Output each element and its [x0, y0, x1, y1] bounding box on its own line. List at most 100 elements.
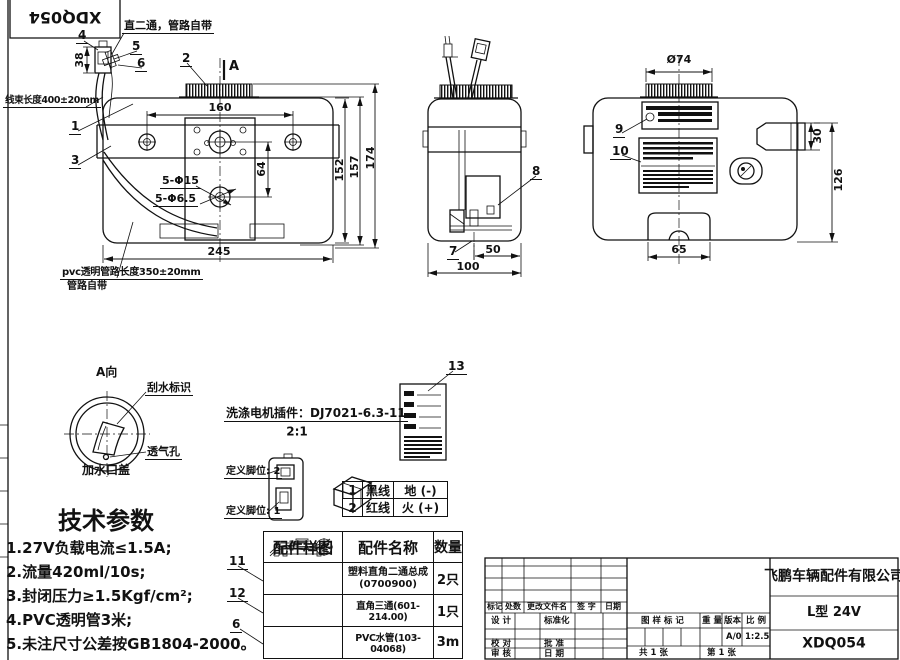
- tb-scale: 比 例: [746, 616, 766, 626]
- callout-9: 9: [613, 122, 626, 139]
- callout-1: 1: [69, 119, 82, 136]
- pin-no: 1: [343, 482, 363, 499]
- view-a-label: A向: [96, 365, 118, 379]
- callout-2: 2: [180, 51, 193, 68]
- dim-38: 38: [72, 52, 86, 68]
- dim-126: 126: [831, 168, 845, 192]
- hose-sample: [264, 538, 343, 658]
- dim-cap-diameter: Ø74: [666, 52, 692, 66]
- hose-curve: [103, 151, 218, 229]
- part-name-line1: 塑料直角二通总成: [348, 566, 428, 578]
- sticker-text-bars: [641, 142, 715, 188]
- tb-rev-count: 处数: [505, 602, 521, 611]
- tb-rev-mark: 标记: [487, 602, 503, 611]
- filler-cap-front: [185, 83, 253, 98]
- corner-stamp-code: XDQ054: [28, 7, 102, 27]
- title-block-linework: [484, 557, 899, 660]
- dim-5x15: 5-Φ15: [160, 174, 201, 190]
- parts-row-qty: 3m: [436, 635, 460, 650]
- tb-rev-date: 日期: [605, 602, 621, 611]
- tb-check: 校 对: [491, 639, 511, 649]
- motor-connector-note: 洗涤电机插件：DJ7021-6.3-11: [224, 406, 408, 423]
- tb-weight: 重 量: [702, 616, 722, 626]
- cap-detail-linework: [64, 391, 150, 477]
- tank-body-front: [102, 97, 334, 244]
- pump-motor: [465, 175, 501, 219]
- tank-body-back: [592, 97, 798, 241]
- tech-param-1: 1.27V负载电流≤1.5A;: [6, 539, 172, 557]
- suction-tube: [445, 56, 458, 99]
- tb-model: L型 24V: [807, 604, 861, 620]
- pin-table: 1 黑线 地 (-) 2 红线 火 (+): [342, 481, 448, 517]
- tech-param-2: 2.流量420ml/10s;: [6, 563, 146, 581]
- tee-fitting-sample: [264, 538, 343, 627]
- tb-scale-value: 1:2.5: [745, 632, 770, 642]
- callout-4: 4: [76, 28, 89, 45]
- instruction-sticker: [638, 137, 718, 194]
- wiper-mark: [92, 421, 125, 456]
- vent-hole: [102, 453, 110, 461]
- harness-tube: [467, 59, 482, 99]
- note-pvc-tube-2: 管路自带: [67, 281, 107, 292]
- tb-drawing-number: XDQ054: [802, 635, 866, 652]
- dim-50: 50: [485, 242, 501, 256]
- connector-scale: 2:1: [286, 424, 308, 439]
- parts-row-qty: 2只: [434, 563, 462, 595]
- tb-sheet-total: 共 1 张: [639, 648, 668, 658]
- back-view-linework: [427, 56, 838, 392]
- wiper-mark-label: 刮水标识: [145, 381, 193, 397]
- pin-def-2: 定义脚位: 2: [224, 466, 283, 479]
- cap-caption: 加水口盖: [82, 463, 131, 477]
- dim-5x6-5: 5-Φ6.5: [153, 192, 199, 208]
- harness-wires: [95, 72, 109, 141]
- dim-157: 157: [347, 155, 361, 179]
- pin-polarity: 地 (-): [394, 482, 447, 499]
- callout-13: 13: [446, 359, 467, 376]
- callout-6: 6: [135, 56, 148, 73]
- dim-100: 100: [456, 259, 480, 273]
- parts-col-name: 配件名称: [343, 532, 434, 563]
- pin-no: 2: [343, 499, 363, 516]
- sheet-frame: [0, 0, 121, 660]
- mounting-strip: [96, 124, 340, 159]
- warning-sticker: [641, 101, 719, 130]
- parts-table: 配件样图 配件名称 数量 塑料直角二通总成 (0700900) 2只 直角三通(…: [263, 531, 463, 659]
- parts-row-qty: 1只: [434, 595, 462, 627]
- callout-7: 7: [447, 244, 460, 261]
- note-pvc-tube-1: pvc透明管路长度350±20mm: [60, 267, 203, 280]
- callout-10: 10: [610, 144, 631, 161]
- pin-wire: 红线: [363, 499, 394, 516]
- vent-hole-label: 透气孔: [145, 445, 182, 461]
- parts-row-name: 直角三通(601-214.00): [343, 595, 434, 627]
- tank-body-side: [427, 98, 522, 242]
- note-straight-fitting: 直二通，管路自带: [122, 19, 214, 35]
- section-a-label: A: [229, 59, 240, 74]
- dim-65: 65: [671, 242, 687, 256]
- dim-174: 174: [363, 146, 377, 170]
- tb-sheet-no: 第 1 张: [707, 648, 736, 658]
- tech-params-title: 技术参数: [58, 506, 154, 535]
- tb-rev-sign: 签 字: [577, 602, 596, 611]
- tech-param-3: 3.封闭压力≥1.5Kgf/cm²;: [6, 587, 193, 605]
- callout-6-parts: 6: [230, 617, 243, 634]
- tb-review: 审 核: [491, 649, 511, 659]
- side-view-linework: [422, 35, 537, 277]
- elbow-fitting-sample: [264, 538, 343, 595]
- callout-11: 11: [227, 554, 248, 571]
- pin-def-1: 定义脚位: 1: [224, 506, 283, 519]
- tech-param-5: 5.未注尺寸公差按GB1804-2000。: [6, 635, 256, 653]
- pin-wire: 黑线: [363, 482, 394, 499]
- tb-design: 设 计: [491, 616, 511, 626]
- pin-polarity: 火 (+): [401, 501, 440, 515]
- tb-version-value: A/0: [726, 632, 742, 642]
- dim-64: 64: [254, 161, 268, 177]
- bottom-bracket: [647, 212, 711, 240]
- tb-rev-file: 更改文件名: [527, 602, 567, 611]
- tb-date: 日 期: [544, 649, 564, 659]
- front-view-linework: [77, 32, 379, 279]
- dim-245: 245: [207, 244, 231, 258]
- parts-row-name: PVC水管(103-04068): [343, 627, 434, 658]
- note-harness-length: 线束长度400±20mm: [3, 95, 102, 109]
